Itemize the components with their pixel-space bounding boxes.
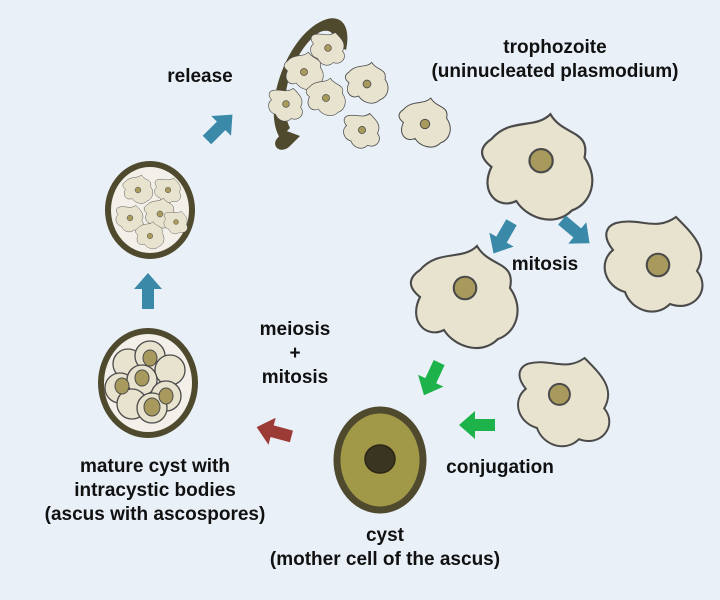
label-mature-cyst-line-1: mature cyst with xyxy=(80,456,230,477)
mature-cyst xyxy=(98,328,198,438)
label-mitosis: mitosis xyxy=(511,254,579,275)
label-trophozoite-line-1: trophozoite xyxy=(503,37,607,58)
trophozoite-large-1 xyxy=(480,113,594,221)
ruptured-cyst xyxy=(268,18,348,150)
label-meiosis-line-2: + xyxy=(289,343,301,364)
trophozoite-large-3 xyxy=(409,244,519,350)
label-meiosis-line-1: meiosis xyxy=(259,319,331,340)
label-mature-cyst-line-3: (ascus with ascospores) xyxy=(44,504,266,525)
released-trophozoite-3 xyxy=(398,97,451,148)
label-mature-cyst: mature cyst with intracystic bodies (asc… xyxy=(10,455,300,527)
label-meiosis-mitosis: meiosis + mitosis xyxy=(240,318,350,390)
label-conjugation: conjugation xyxy=(446,457,554,478)
trophozoite-large-4 xyxy=(517,357,611,448)
label-release: release xyxy=(167,66,233,87)
cyst-with-intracystic-bodies xyxy=(105,161,195,259)
label-cyst-line-2: (mother cell of the ascus) xyxy=(269,549,501,570)
label-cyst: cyst (mother cell of the ascus) xyxy=(245,524,525,572)
label-mature-cyst-line-2: intracystic bodies xyxy=(74,480,236,501)
cyst-mother-cell xyxy=(333,406,427,514)
label-meiosis-line-3: mitosis xyxy=(261,367,329,388)
trophozoite-large-2 xyxy=(603,215,704,313)
released-trophozoite-1 xyxy=(344,61,389,104)
released-trophozoite-2 xyxy=(343,113,380,149)
label-cyst-line-1: cyst xyxy=(365,525,405,546)
label-trophozoite: trophozoite (uninucleated plasmodium) xyxy=(395,36,715,84)
label-trophozoite-line-2: (uninucleated plasmodium) xyxy=(431,61,679,82)
